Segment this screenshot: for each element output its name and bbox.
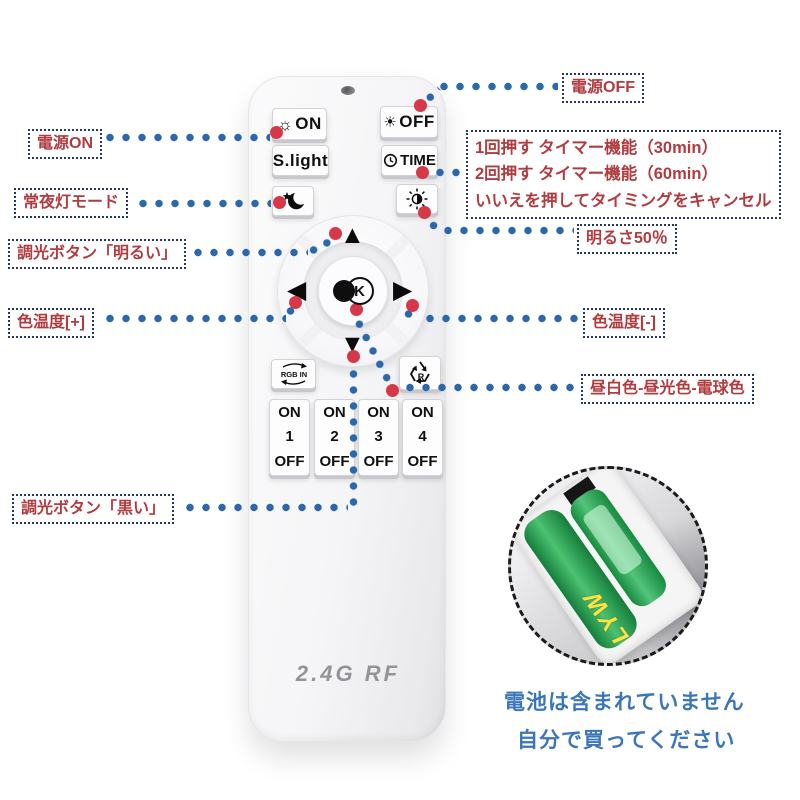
dotted-line-night-mode [135,199,271,208]
dotted-line-dim-bright [190,248,308,257]
anchor-dot-right-arrow [406,299,419,312]
dotted-line-temp-minus-riser [404,306,413,318]
power-off-label: OFF [399,112,435,131]
dotted-line-dim-dark-vertical [349,366,358,506]
ch1-num: 1 [285,428,294,446]
label-power-off: 電源OFF [562,73,644,103]
ch4-off: OFF [407,452,438,470]
ch4-on: ON [411,403,434,421]
ch2-on: ON [323,403,346,421]
power-off-button: ☀OFF [380,106,438,138]
dotted-line-temp-minus [422,314,580,323]
label-color-modes: 昼白色-昼光色-電球色 [581,374,754,404]
anchor-dot-night-mode [273,196,286,209]
remote-control-body: ☼ON ☀OFF S.light TIME [248,76,446,742]
svg-text:RGB IN: RGB IN [280,370,306,379]
dotted-line-brightness [440,226,574,235]
sleep-light-label: S.light [272,150,329,170]
anchor-dot-color-modes [386,384,399,397]
power-on-label: ON [295,114,322,133]
ir-led-indicator [341,86,355,95]
label-temp-minus: 色温度[-] [583,308,665,338]
dotted-line-power-off [436,82,558,91]
ch3-on: ON [367,403,390,421]
label-night-mode: 常夜灯モード [14,188,129,218]
anchor-dot-down-arrow [347,350,360,363]
clock-icon [383,153,398,168]
channel-4-button: ON 4 OFF [402,399,443,476]
ch3-num: 3 [374,428,383,446]
timer-label: TIME [400,152,436,169]
brightness-button [396,184,438,214]
label-temp-plus: 色温度[+] [8,308,95,338]
ch2-num: 2 [330,428,339,446]
dotted-line-dim-dark [182,503,348,512]
channel-3-button: ON 3 OFF [358,399,399,476]
dimmer-sun-icon [406,188,428,210]
anchor-dot-power-on [270,126,283,139]
dotted-line-temp-plus [102,314,286,323]
timer-button: TIME [381,145,438,176]
timer-line-1: 1回押す タイマー機能（30min） [475,139,718,157]
label-dim-dark: 調光ボタン「黒い」 [12,494,175,524]
sleep-light-button: S.light [272,145,329,176]
brand-text: 2.4G RF [295,661,401,686]
r-letter: R [418,372,425,382]
anchor-dot-timer [416,166,429,179]
battery-compartment-inset: LYW [508,466,708,666]
timer-line-3: いいえを押してタイミングをキャンセル [475,191,772,210]
battery-note-line-1: 電池は含まれていません [504,691,745,714]
channel-2-button: ON 2 OFF [314,399,355,476]
recycle-r-icon: R [409,361,430,384]
battery-note-line-2: 自分で買ってください [517,729,736,752]
dotted-line-color-modes [402,383,578,392]
ch1-on: ON [278,403,301,421]
label-brightness-50: 明るさ50％ [577,224,677,254]
ch4-num: 4 [418,428,427,446]
dotted-line-power-on [102,133,270,142]
channel-1-button: ON 1 OFF [269,399,310,476]
label-dim-bright: 調光ボタン「明るい」 [8,239,187,269]
arrow-up-icon: ▲ [340,221,365,249]
ch1-off: OFF [274,452,305,470]
label-power-on: 電源ON [28,129,103,159]
label-timer-info: 1回押す タイマー機能（30min） 2回押す タイマー機能（60min） いい… [466,130,781,220]
anchor-dot-brightness [418,206,431,219]
ch2-off: OFF [319,452,350,470]
arrow-right-icon: ▶ [393,276,413,304]
timer-line-2: 2回押す タイマー機能（60min） [475,165,718,184]
anchor-dot-up-arrow [329,227,342,240]
anchor-dot-center-button [350,303,363,316]
rgb-cycle-icon: RGB IN [280,363,307,385]
ch3-off: OFF [363,452,394,470]
rgb-in-button: RGB IN [271,359,316,389]
anchor-dot-power-off [414,99,427,112]
dotted-line-temp-plus-riser [286,303,295,317]
black-dot-icon [332,280,355,302]
sun-filled-icon: ☀ [383,113,398,131]
anchor-dot-left-arrow [289,296,302,309]
dotted-line-timer [432,168,466,177]
